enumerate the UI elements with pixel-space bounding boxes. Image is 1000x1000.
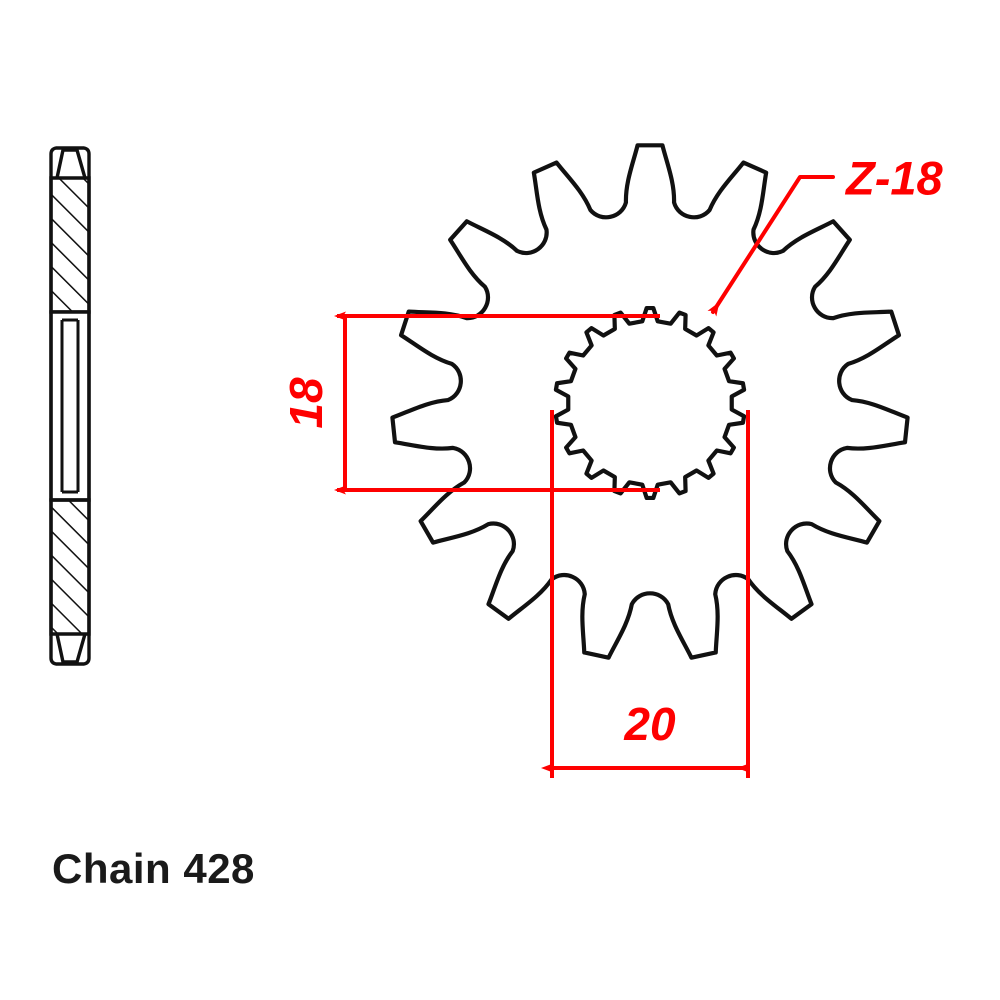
side-view-middle-web [49,310,91,502]
lower-chamfer-cap [55,633,87,664]
dimension-20-label: 20 [623,698,676,750]
side-view-upper-hatched-section [49,176,91,314]
lower-hatch-fill [49,498,91,636]
front-sprocket-view [390,143,910,660]
chain-type-label: Chain 428 [52,845,255,892]
upper-chamfer-cap [55,148,87,179]
middle-web-outline [49,310,91,502]
sprocket-inner-spline-bore [553,305,747,501]
dimension-20-group: 20 [541,410,750,778]
upper-outer-cap [49,146,91,178]
lower-outer-cap [49,634,91,666]
z18-leader-line [707,175,835,317]
spline-callout-group: Z-18 [707,151,944,317]
upper-hatch-fill [49,176,91,314]
dimension-18-group: 18 [280,311,660,495]
spline-callout-label: Z-18 [844,151,944,204]
dimension-18-label: 18 [280,377,332,429]
side-section-view [49,146,91,666]
side-view-lower-hatched-section [49,498,91,636]
